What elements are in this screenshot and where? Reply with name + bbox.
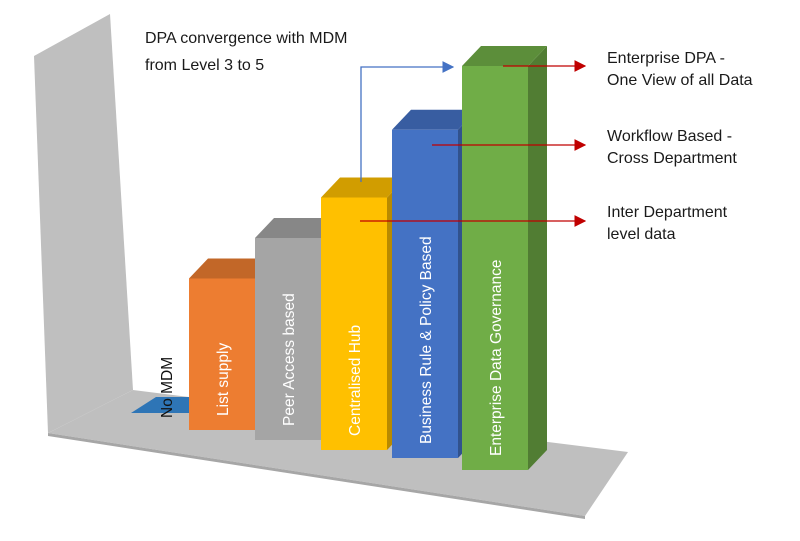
annotation-text-2-1: Workflow Based -: [607, 128, 732, 145]
category-label-business-rule-policy-based: Business Rule & Policy Based: [418, 236, 435, 444]
bar-front-list-supply: [189, 278, 255, 430]
bar-side-enterprise-data-governance: [528, 46, 547, 470]
bar-front-enterprise-data-governance: [462, 66, 528, 470]
category-label-no-mdm: No MDM: [159, 357, 176, 418]
annotation-text-3-2: level data: [607, 226, 676, 243]
bar-front-peer-access-based: [255, 238, 321, 440]
bar-top-business-rule-policy-based: [392, 109, 477, 130]
bar-front-centralised-hub: [321, 197, 387, 450]
chart-floor-edge: [48, 433, 585, 519]
bar-top-enterprise-data-governance: [462, 46, 547, 66]
bar-front-business-rule-policy-based: [392, 129, 458, 458]
category-label-centralised-hub: Centralised Hub: [347, 325, 364, 436]
annotation-text-1-1: Enterprise DPA -: [607, 50, 725, 67]
title-connector-arrow: [360, 61, 455, 182]
annotation-2: Workflow Based - Cross Department: [432, 128, 737, 167]
bar-top-list-supply: [189, 258, 274, 279]
annotation-1: Enterprise DPA - One View of all Data: [503, 50, 753, 89]
annotation-text-1-2: One View of all Data: [607, 72, 753, 89]
bar-enterprise-data-governance: [462, 46, 547, 470]
chart-title-line-2: from Level 3 to 5: [145, 57, 264, 74]
chart-title-line-1: DPA convergence with MDM: [145, 30, 347, 47]
category-label-peer-access-based: Peer Access based: [281, 293, 298, 426]
annotation-3: Inter Department level data: [360, 204, 728, 243]
category-label-list-supply: List supply: [215, 343, 232, 416]
bar-top-peer-access-based: [255, 218, 340, 238]
bar-top-centralised-hub: [321, 177, 406, 198]
category-label-enterprise-data-governance: Enterprise Data Governance: [488, 260, 505, 456]
annotation-text-2-2: Cross Department: [607, 150, 737, 167]
annotation-text-3-1: Inter Department: [607, 204, 728, 221]
chart-back-wall: [34, 14, 133, 433]
